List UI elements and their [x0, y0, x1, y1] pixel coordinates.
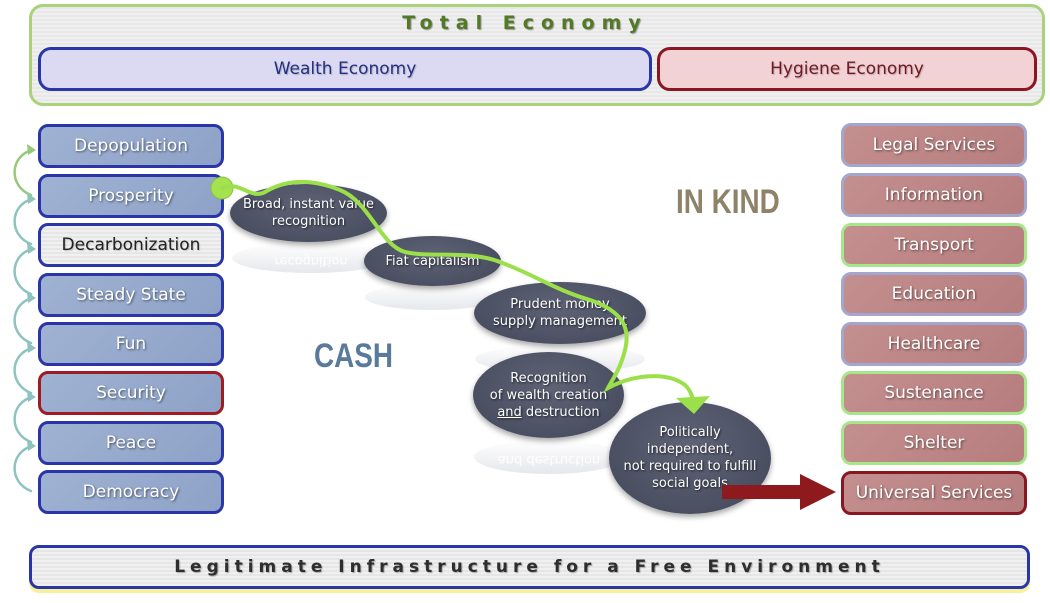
- curved-arrow-icon: [13, 346, 34, 395]
- arrowhead-icon: [27, 391, 36, 402]
- right-item-label: Transport: [894, 235, 974, 255]
- curved-arrow-icon: [13, 197, 34, 246]
- right-item-label: Universal Services: [855, 483, 1013, 503]
- left-item-prosperity[interactable]: Prosperity: [38, 174, 224, 218]
- right-item-legal-services[interactable]: Legal Services: [841, 123, 1027, 167]
- ellipse-reflection: and destruction: [474, 440, 624, 474]
- left-item-democracy[interactable]: Democracy: [38, 470, 224, 514]
- infrastructure-label: Legitimate Infrastructure for a Free Env…: [174, 557, 885, 577]
- curved-arrow-icon: [13, 296, 34, 345]
- arrowhead-icon: [27, 144, 36, 155]
- curved-arrow-icon: [13, 148, 34, 197]
- curved-arrow-icon: [13, 247, 34, 296]
- left-item-label: Steady State: [76, 285, 186, 305]
- wealth-economy-label: Wealth Economy: [273, 59, 417, 79]
- left-item-peace[interactable]: Peace: [38, 421, 224, 465]
- left-item-label: Prosperity: [88, 186, 174, 206]
- step-fiat-capitalism[interactable]: Fiat capitalism: [364, 236, 501, 286]
- total-economy-title: Total Economy: [402, 12, 648, 34]
- infrastructure-bar[interactable]: Legitimate Infrastructure for a Free Env…: [29, 545, 1030, 589]
- left-item-label: Peace: [105, 433, 157, 453]
- left-item-label: Depopulation: [73, 136, 188, 156]
- left-item-steady-state[interactable]: Steady State: [38, 273, 224, 317]
- right-item-transport[interactable]: Transport: [841, 223, 1027, 267]
- left-item-label: Fun: [115, 334, 147, 354]
- step-text: Fiat capitalism: [385, 253, 480, 269]
- left-item-label: Decarbonization: [61, 235, 201, 255]
- left-item-label: Security: [96, 383, 166, 403]
- right-item-label: Education: [891, 284, 977, 304]
- right-item-label: Healthcare: [887, 334, 981, 354]
- cycle-arrows: [13, 148, 34, 493]
- in-kind-label: IN KIND: [676, 183, 780, 221]
- arrowhead-icon: [27, 193, 36, 204]
- hygiene-economy-label: Hygiene Economy: [770, 59, 924, 79]
- cycle-arrowheads: [27, 144, 36, 451]
- arrowhead-icon: [27, 440, 36, 451]
- left-item-depopulation[interactable]: Depopulation: [38, 124, 224, 168]
- right-item-label: Information: [884, 185, 984, 205]
- left-item-security[interactable]: Security: [38, 371, 224, 415]
- curved-arrow-icon: [13, 395, 34, 444]
- arrowhead-icon: [27, 243, 36, 254]
- left-item-label: Democracy: [82, 482, 180, 502]
- right-item-information[interactable]: Information: [841, 173, 1027, 217]
- hygiene-economy-box[interactable]: Hygiene Economy: [657, 47, 1037, 91]
- right-item-education[interactable]: Education: [841, 272, 1027, 316]
- cash-label: CASH: [314, 337, 394, 375]
- right-item-label: Legal Services: [872, 135, 996, 155]
- arrowhead-icon: [27, 342, 36, 353]
- right-item-sustenance[interactable]: Sustenance: [841, 371, 1027, 415]
- right-item-shelter[interactable]: Shelter: [841, 421, 1027, 465]
- arrowhead-icon: [27, 292, 36, 303]
- wealth-economy-box[interactable]: Wealth Economy: [38, 47, 652, 91]
- right-item-healthcare[interactable]: Healthcare: [841, 322, 1027, 366]
- right-item-universal-services[interactable]: Universal Services: [841, 471, 1027, 515]
- left-item-decarbonization[interactable]: Decarbonization: [38, 223, 224, 267]
- right-item-label: Sustenance: [884, 383, 984, 403]
- curved-arrow-icon: [13, 444, 34, 493]
- right-item-label: Shelter: [903, 433, 965, 453]
- left-item-fun[interactable]: Fun: [38, 322, 224, 366]
